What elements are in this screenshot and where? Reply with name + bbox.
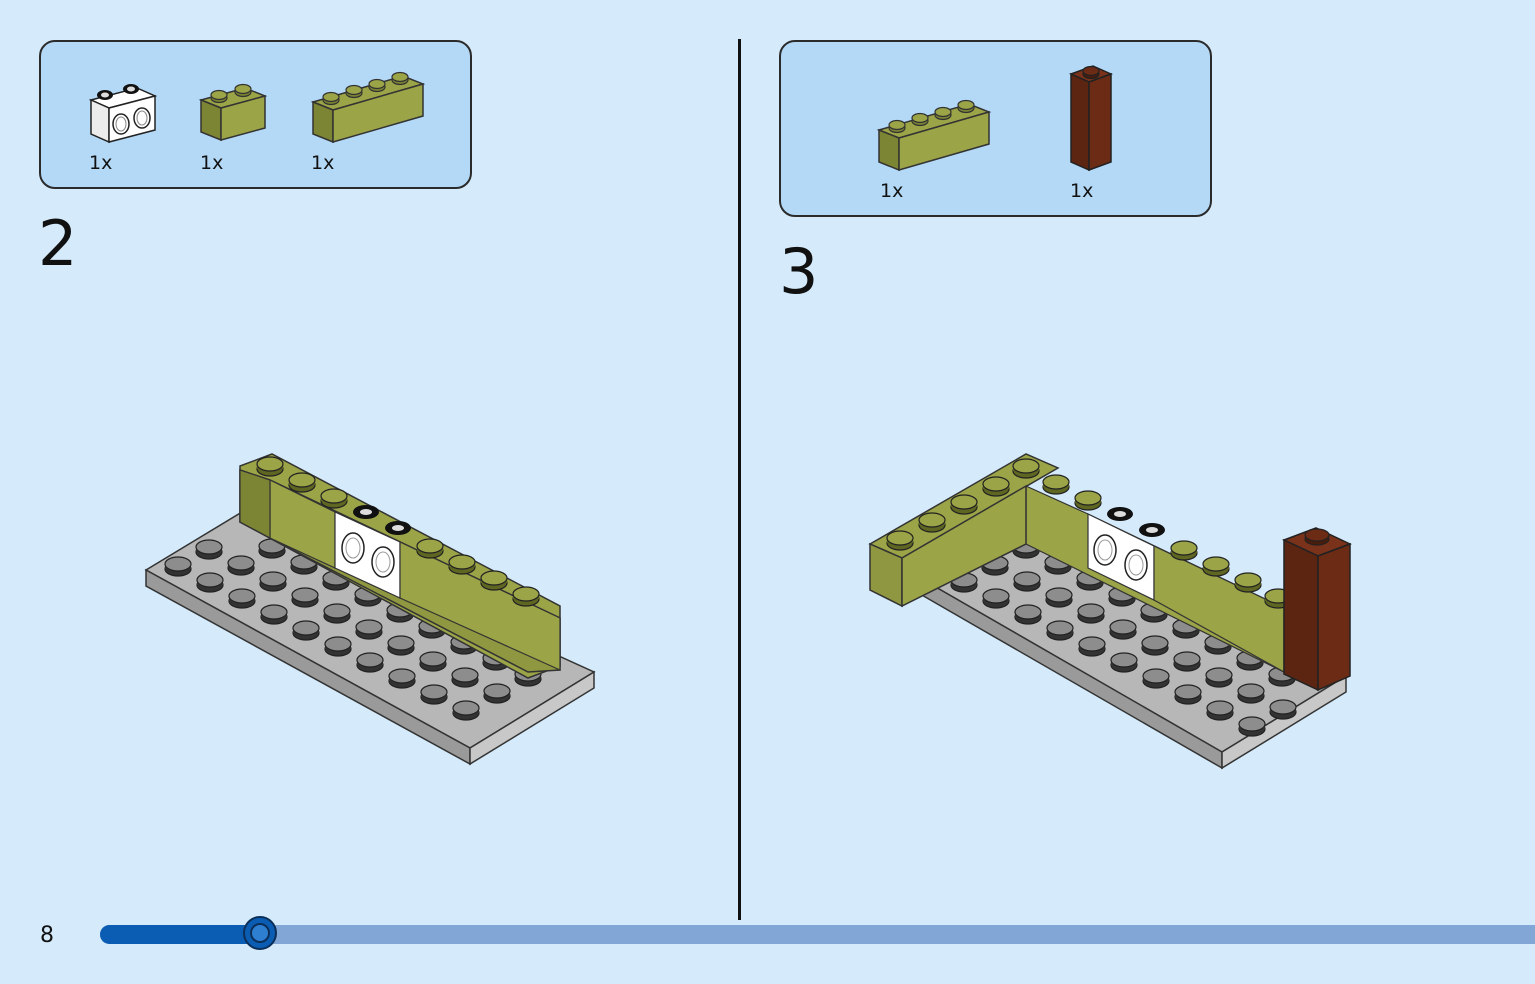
brick-1x2-olive-part — [198, 83, 268, 142]
wall-stud — [1202, 556, 1230, 572]
plate-stud — [1013, 571, 1041, 587]
plate-stud — [196, 572, 224, 588]
plate-stud — [1141, 635, 1169, 651]
wall-stud — [1074, 490, 1102, 506]
brick-1x4-olive-part — [310, 71, 426, 144]
technic-stud-hole — [1146, 527, 1158, 533]
plate-stud — [1174, 684, 1202, 700]
step-2-parts-box: 1x 1x — [39, 40, 472, 189]
plate-stud — [1046, 620, 1074, 636]
wall-stud — [480, 570, 508, 586]
plate-stud — [420, 684, 448, 700]
plate-stud — [356, 652, 384, 668]
wall-stud — [982, 476, 1010, 492]
plate-stud — [227, 555, 255, 571]
technic-stud-hole — [1114, 511, 1126, 517]
step-3-part-2-qty: 1x — [1070, 180, 1094, 202]
wall-stud — [1170, 540, 1198, 556]
plate-stud — [388, 668, 416, 684]
plate-stud — [1269, 699, 1297, 715]
plate-stud — [355, 619, 383, 635]
step-2-part-2-qty: 1x — [200, 152, 224, 174]
plate-stud — [323, 603, 351, 619]
progress-fill — [100, 925, 255, 944]
wall-stud — [950, 494, 978, 510]
plate-stud — [1014, 604, 1042, 620]
plate-stud — [419, 651, 447, 667]
wall-stud — [256, 456, 284, 472]
plate-stud — [1109, 619, 1137, 635]
wall-stud — [1012, 458, 1040, 474]
plate-stud — [387, 635, 415, 651]
page-number: 8 — [40, 923, 54, 948]
plate-stud — [452, 700, 480, 716]
brick-1x1x3-brown-part — [1068, 65, 1114, 172]
plate-stud — [292, 620, 320, 636]
wall-stud — [320, 488, 348, 504]
plate-stud — [1110, 652, 1138, 668]
plate-stud — [1142, 668, 1170, 684]
technic-brick-white-part — [88, 84, 158, 144]
wall-stud — [918, 512, 946, 528]
page-divider — [738, 39, 741, 920]
plate-stud — [1205, 667, 1233, 683]
plate-stud — [1078, 636, 1106, 652]
wall-stud — [512, 586, 540, 602]
plate-stud — [260, 604, 288, 620]
progress-knob[interactable] — [243, 916, 277, 950]
plate-stud — [164, 556, 192, 572]
plate-stud — [1173, 651, 1201, 667]
wall-stud — [886, 530, 914, 546]
step-2-part-3-qty: 1x — [311, 152, 335, 174]
plate-stud — [1206, 700, 1234, 716]
step-3-plate-studs — [950, 538, 1297, 737]
technic-stud-hole — [360, 509, 372, 515]
brick-1x4-olive-part — [876, 99, 992, 172]
step-3-number: 3 — [779, 235, 819, 308]
step-3-parts-box: 1x 1x — [779, 40, 1212, 217]
plate-stud — [291, 587, 319, 603]
plate-stud — [1077, 603, 1105, 619]
progress-bar — [100, 916, 1535, 950]
wall-stud — [1234, 572, 1262, 588]
wall-stud — [448, 554, 476, 570]
plate-stud — [1238, 716, 1266, 732]
plate-stud — [1045, 587, 1073, 603]
wall-stud — [288, 472, 316, 488]
step-2-model — [144, 453, 596, 766]
plate-stud — [324, 636, 352, 652]
plate-stud — [195, 539, 223, 555]
plate-stud — [483, 683, 511, 699]
wall-stud — [416, 538, 444, 554]
plate-stud — [982, 588, 1010, 604]
step-3-model — [868, 453, 1352, 770]
plate-stud — [259, 571, 287, 587]
step-2-part-1-qty: 1x — [89, 152, 113, 174]
step-2-wall-studs — [256, 456, 540, 607]
plate-stud — [228, 588, 256, 604]
step-3-part-1-qty: 1x — [880, 180, 904, 202]
plate-stud — [1237, 683, 1265, 699]
step-2-number: 2 — [38, 207, 78, 280]
wall-stud — [1042, 474, 1070, 490]
technic-stud-hole — [392, 525, 404, 531]
plate-stud — [451, 667, 479, 683]
